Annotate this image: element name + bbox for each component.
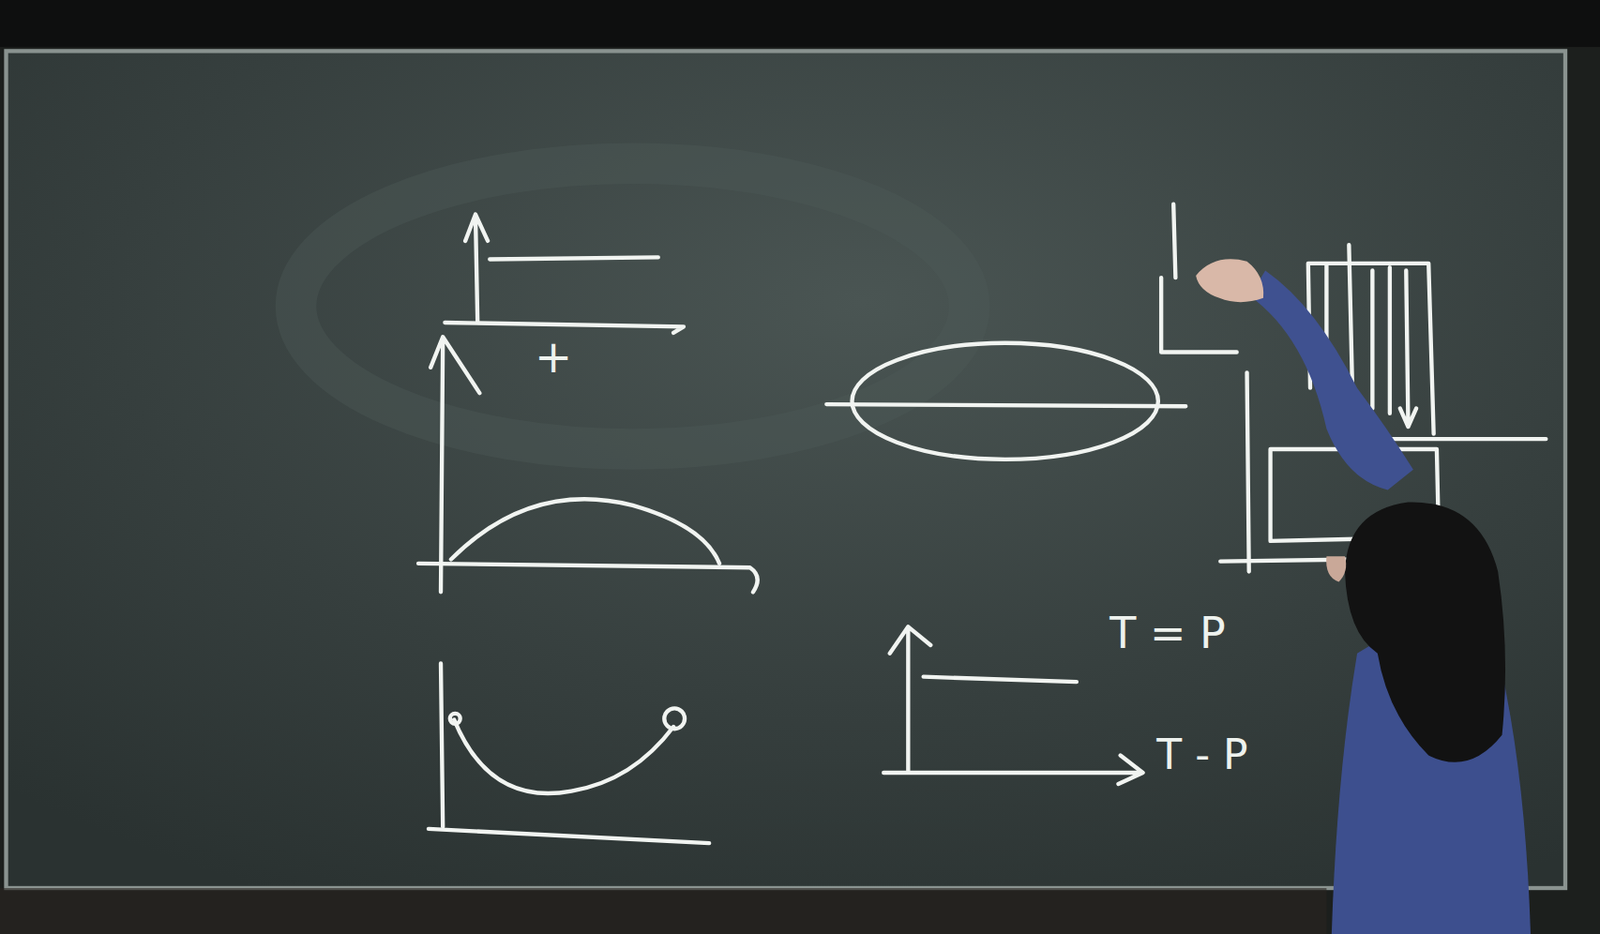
axis-line <box>444 322 684 333</box>
axis-arrow <box>890 626 932 770</box>
lecturer-arm <box>1250 270 1414 490</box>
lecturer-hair <box>1344 501 1506 762</box>
level-line <box>489 256 659 259</box>
axis-line <box>418 563 758 592</box>
axis-line <box>826 404 1186 407</box>
axis-arrow <box>883 755 1143 785</box>
chalk-label: + <box>534 333 573 379</box>
ellipse-shape <box>851 343 1158 460</box>
chalk-label: T - P <box>1156 734 1248 776</box>
axis-arrow <box>465 214 488 322</box>
lecturer-face <box>1326 556 1346 582</box>
u-curve <box>453 719 674 794</box>
chalk-label: T = P <box>1109 611 1226 655</box>
chalkboard <box>6 50 1566 889</box>
lecturer-hand <box>1195 258 1264 302</box>
level-line <box>923 677 1077 682</box>
hump-curve <box>451 498 720 564</box>
board-ledge <box>0 888 1327 934</box>
lecturer <box>1195 258 1531 934</box>
end-dot <box>450 713 461 725</box>
end-circle <box>664 708 685 729</box>
top-band <box>0 0 1600 47</box>
axis-line <box>440 664 443 828</box>
axis-line <box>428 829 710 844</box>
chalk-line <box>1173 204 1176 278</box>
